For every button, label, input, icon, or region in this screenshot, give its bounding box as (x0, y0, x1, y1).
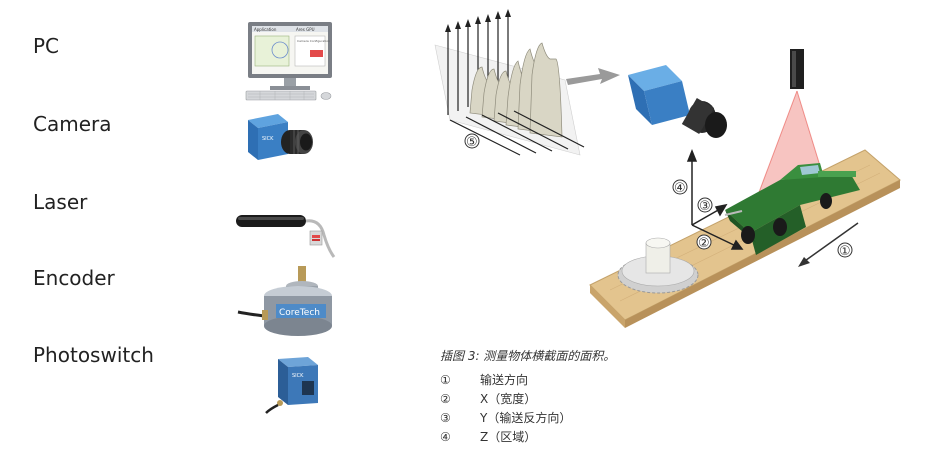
label-photoswitch: Photoswitch (33, 343, 154, 367)
coordinate-axes (686, 148, 744, 250)
pc-illustration: Application Ares GPU Camera Configuratio… (245, 22, 332, 101)
legend-number: ③ (440, 410, 451, 425)
figure-legend: ① 输送方向 ② X（宽度） ③ Y（输送反方向） ④ Z（区域） (440, 370, 571, 446)
encoder-wheel (617, 237, 699, 294)
legend-text: 输送方向 (480, 373, 529, 387)
marker-1: ① (839, 244, 851, 259)
pc-screen-left-title: Application (254, 27, 277, 32)
marker-5: ⑤ (466, 135, 478, 150)
photoswitch-illustration: SICK (265, 357, 318, 414)
legend-text: Z（区域） (480, 430, 537, 444)
figure-caption: 插图 3: 测量物体横截面的面积。 (440, 349, 616, 363)
encoder-illustration: CoreTech (237, 266, 332, 336)
diagram-camera (628, 65, 727, 138)
legend-row: ① 输送方向 (440, 370, 571, 389)
label-laser: Laser (33, 190, 88, 214)
pc-screen-sub: Camera Configuration (297, 39, 330, 43)
profile-stack-graphic: ⑤ (434, 9, 585, 156)
legend-row: ③ Y（输送反方向） (440, 408, 571, 427)
label-pc: PC (33, 34, 60, 58)
camera-illustration: SICK (248, 114, 313, 160)
legend-number: ④ (440, 429, 451, 444)
legend-row: ④ Z（区域） (440, 427, 571, 446)
laser-illustration (236, 215, 336, 258)
camera-brand: SICK (262, 136, 274, 142)
marker-4: ④ (674, 181, 686, 196)
measurement-diagram: ⑤ (434, 9, 901, 328)
marker-2: ② (698, 236, 710, 251)
label-encoder: Encoder (33, 266, 115, 290)
legend-row: ② X（宽度） (440, 389, 571, 408)
marker-3: ③ (699, 199, 711, 214)
green-truck (724, 163, 860, 255)
legend-text: X（宽度） (480, 392, 537, 406)
photoswitch-brand: SICK (292, 373, 304, 379)
legend-number: ② (440, 391, 451, 406)
pc-screen-right-title: Ares GPU (296, 27, 315, 32)
conveyor-direction-arrow (798, 222, 859, 267)
encoder-brand: CoreTech (279, 308, 320, 318)
label-camera: Camera (33, 112, 112, 136)
legend-text: Y（输送反方向） (480, 411, 572, 425)
data-flow-arrow (566, 68, 620, 85)
legend-number: ① (440, 372, 451, 387)
